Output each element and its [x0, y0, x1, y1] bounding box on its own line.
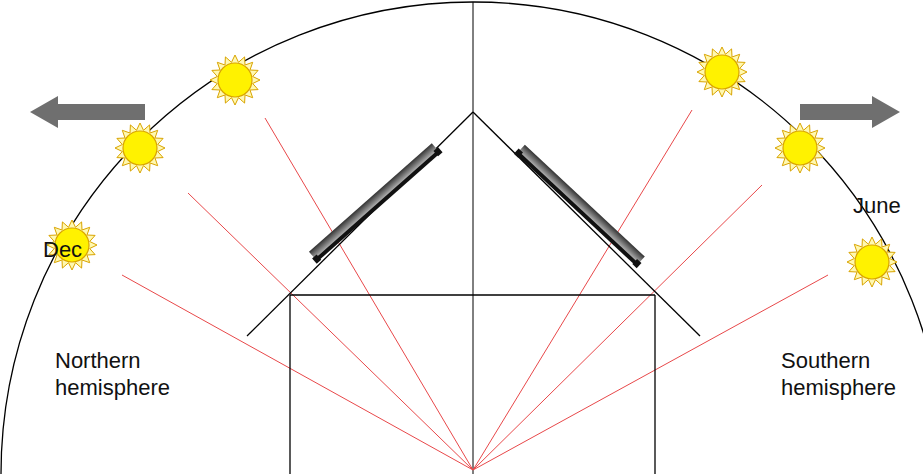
vertical-axis	[473, 2, 474, 474]
house	[247, 112, 700, 474]
sun-rays	[122, 110, 828, 470]
text-label: Dec	[43, 236, 103, 263]
sun-icon	[847, 237, 897, 287]
solar-panel	[514, 143, 646, 268]
direction-arrow	[30, 96, 145, 128]
sun-icon	[115, 123, 165, 173]
sun-icon	[697, 47, 747, 97]
direction-arrow	[800, 96, 900, 128]
sun-icon	[775, 123, 825, 173]
text-label: June	[853, 192, 919, 219]
solar-panel	[307, 142, 442, 264]
text-label: Northern hemisphere	[55, 347, 205, 401]
sun-icon	[210, 55, 260, 105]
text-label: Southern hemisphere	[781, 347, 919, 401]
